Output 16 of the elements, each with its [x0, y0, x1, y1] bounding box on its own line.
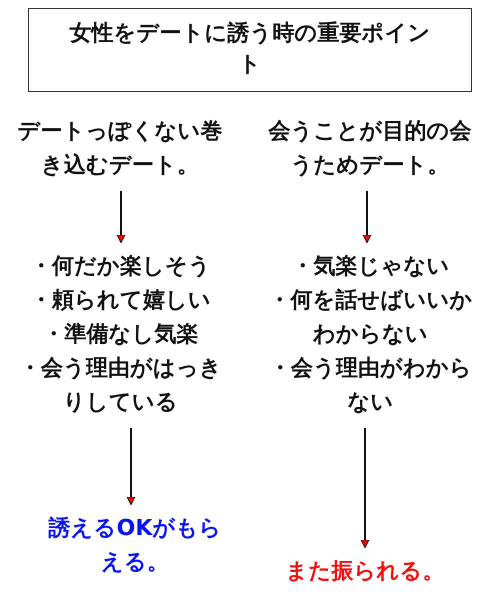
block-text: デートっぽくない巻き込むデート。	[16, 118, 224, 180]
list-item: ・頼られて嬉しい	[29, 287, 212, 316]
arrow	[116, 191, 126, 244]
list-item: ・会う理由がはっきりしている	[18, 355, 223, 418]
list-item: ・会う理由がわからない	[268, 355, 473, 418]
arrow	[360, 428, 370, 548]
block-text: また振られる。	[284, 558, 446, 586]
list-item: ・何だか楽しそう	[29, 253, 212, 281]
arrow	[362, 191, 372, 244]
arrow	[126, 428, 136, 506]
list-item: ・気楽じゃない	[290, 253, 450, 281]
list-item: ・何を話せばいいかわからない	[268, 287, 474, 350]
block-text: 会うことが目的の会うためデート。	[267, 118, 472, 180]
block-text: 誘えるOKがもらえる。	[47, 515, 222, 578]
list-item: ・準備なし気楽	[42, 321, 200, 350]
title-box: 女性をデートに誘う時の重要ポイント	[28, 8, 472, 92]
